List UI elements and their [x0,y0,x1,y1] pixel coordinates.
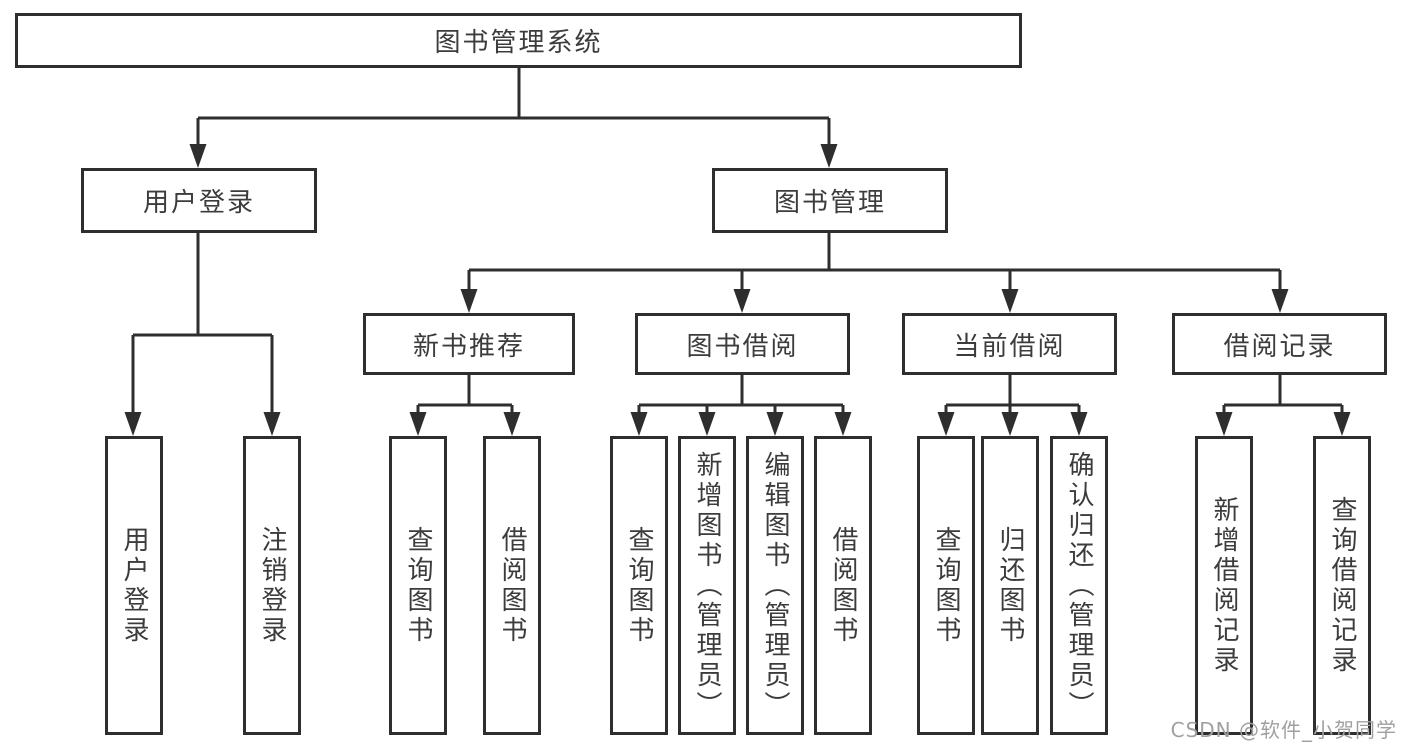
leaf-query-books-current: 查询图书 [917,436,975,735]
leaf-confirm-return-admin: 确认归还（管理员） [1050,436,1108,735]
node-label: 用户登录 [119,525,149,646]
node-label: 查询借阅记录 [1327,495,1357,676]
node-label: 注销登录 [257,525,287,646]
node-label: 图书管理系统 [434,28,603,58]
connector-lines [131,68,1344,420]
node-label: 用户登录 [142,188,255,218]
leaf-borrow-books-borrowing: 借阅图书 [814,436,872,735]
node-label: 查询图书 [624,525,654,646]
leaf-query-borrow-record: 查询借阅记录 [1313,436,1371,735]
node-label: 归还图书 [995,525,1025,646]
node-borrowing-records: 借阅记录 [1172,313,1387,375]
node-book-management-system: 图书管理系统 [15,13,1022,68]
leaf-return-books: 归还图书 [981,436,1039,735]
node-label: 图书借阅 [686,331,799,362]
arrowhead-icons [124,144,1351,436]
node-current-borrowing: 当前借阅 [902,313,1117,375]
node-label: 当前借阅 [953,331,1066,362]
leaf-add-books-admin: 新增图书（管理员） [678,436,736,735]
leaf-edit-books-admin: 编辑图书（管理员） [746,436,804,735]
leaf-query-books-borrowing: 查询图书 [610,436,668,735]
node-label: 编辑图书（管理员） [760,450,790,721]
watermark: CSDN @软件_小贺同学 [1170,718,1397,742]
leaf-query-books-recommend: 查询图书 [389,436,447,735]
leaf-add-borrow-record: 新增借阅记录 [1195,436,1253,735]
leaf-user-login: 用户登录 [105,436,163,735]
node-label: 查询图书 [931,525,961,646]
node-label: 借阅图书 [828,525,858,646]
node-label: 图书管理 [773,188,886,218]
leaf-borrow-books-recommend: 借阅图书 [483,436,541,735]
leaf-logout: 注销登录 [243,436,301,735]
node-label: 查询图书 [403,525,433,646]
node-label: 借阅图书 [497,525,527,646]
node-label: 新增图书（管理员） [692,450,722,721]
node-new-book-recommend: 新书推荐 [363,313,575,375]
node-label: 确认归还（管理员） [1064,450,1094,721]
node-label: 新增借阅记录 [1209,495,1239,676]
node-book-management: 图书管理 [712,168,948,233]
node-label: 借阅记录 [1223,331,1336,362]
node-label: 新书推荐 [412,331,525,362]
node-user-login: 用户登录 [81,168,317,233]
node-book-borrowing: 图书借阅 [635,313,850,375]
